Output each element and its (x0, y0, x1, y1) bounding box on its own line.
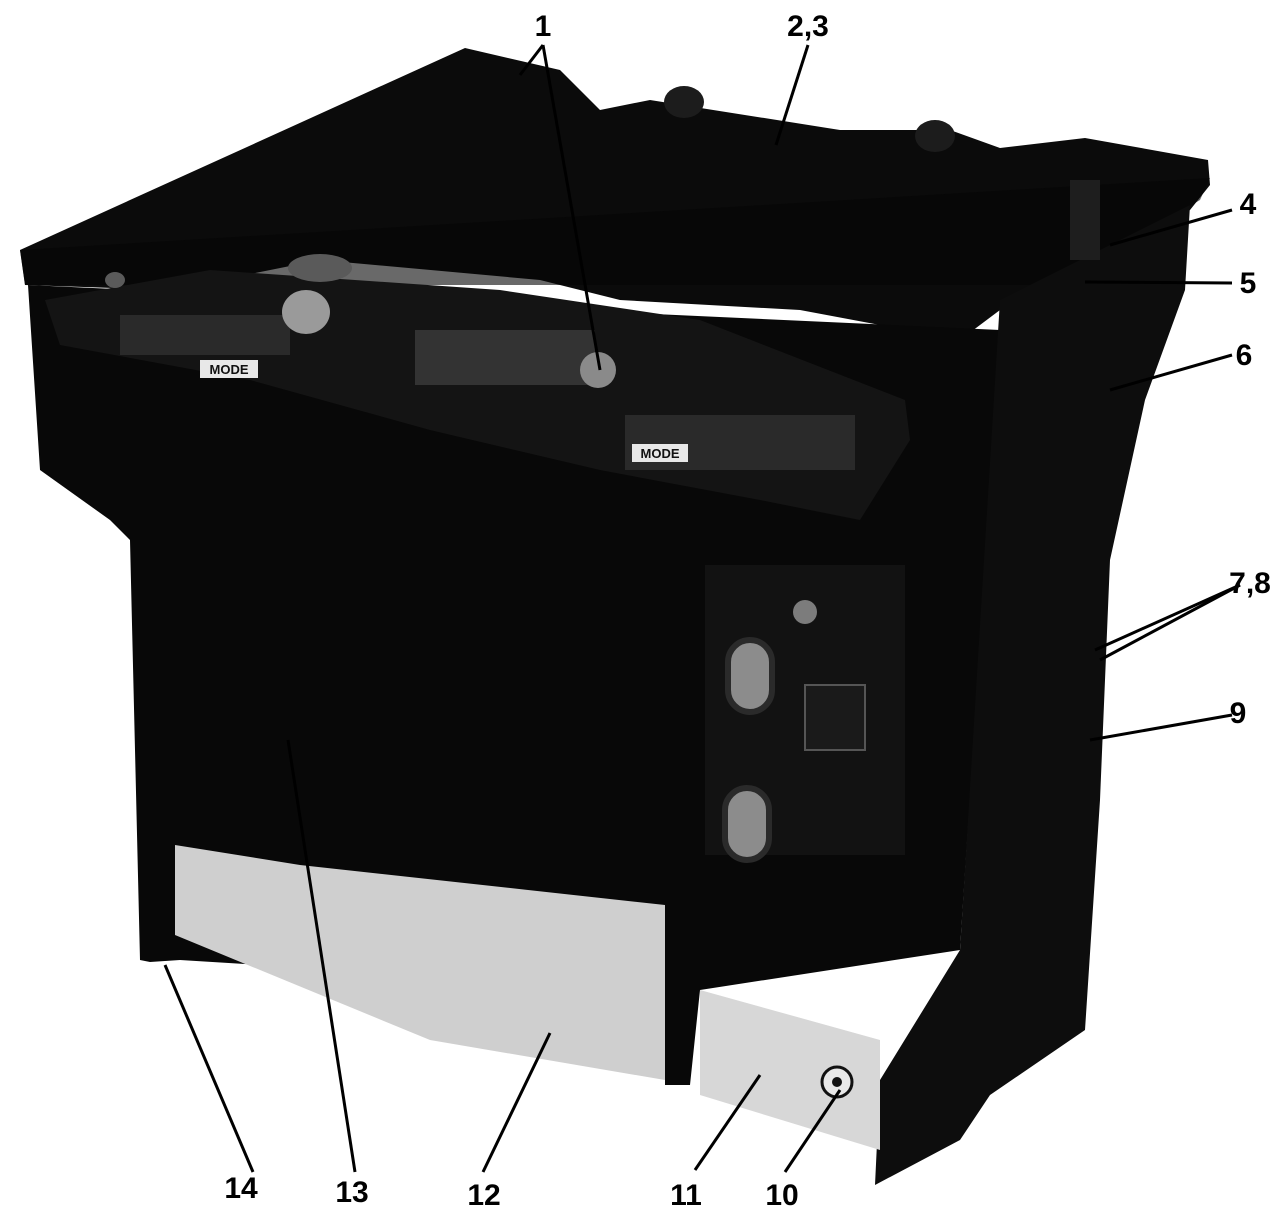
callout-13: 13 (335, 1176, 368, 1209)
lower-panel-right (700, 990, 880, 1150)
callout-5: 5 (1240, 267, 1257, 300)
knob-right (915, 120, 955, 152)
right-joystick-ball (580, 352, 616, 388)
callout-9: 9 (1230, 697, 1247, 730)
left-joystick-ball (282, 290, 330, 334)
cabinet-side (875, 205, 1190, 1185)
callout-6: 6 (1236, 339, 1253, 372)
lower-panel-left (175, 845, 665, 1080)
callout-1: 1 (535, 10, 552, 43)
coin-reject (804, 684, 866, 751)
leader-lines (163, 44, 1241, 1173)
left-mode-label: MODE (210, 362, 249, 377)
left-panel-graphic (120, 315, 290, 355)
side-bracket (1070, 180, 1100, 260)
knob-left (664, 86, 704, 118)
coin-slot-lower (722, 785, 772, 863)
right-mode-label: MODE (641, 446, 680, 461)
callout-11: 11 (670, 1179, 702, 1212)
callout-4: 4 (1240, 188, 1257, 221)
callout-12: 12 (467, 1179, 500, 1212)
coin-slot-upper (725, 637, 775, 715)
center-panel-graphic (415, 330, 595, 385)
coin-lock (793, 600, 817, 624)
callout-10: 10 (765, 1179, 798, 1212)
left-button (105, 272, 125, 288)
callout-14: 14 (224, 1172, 258, 1205)
callout-7-8: 7,8 (1229, 567, 1271, 600)
callout-2-3: 2,3 (787, 10, 829, 43)
